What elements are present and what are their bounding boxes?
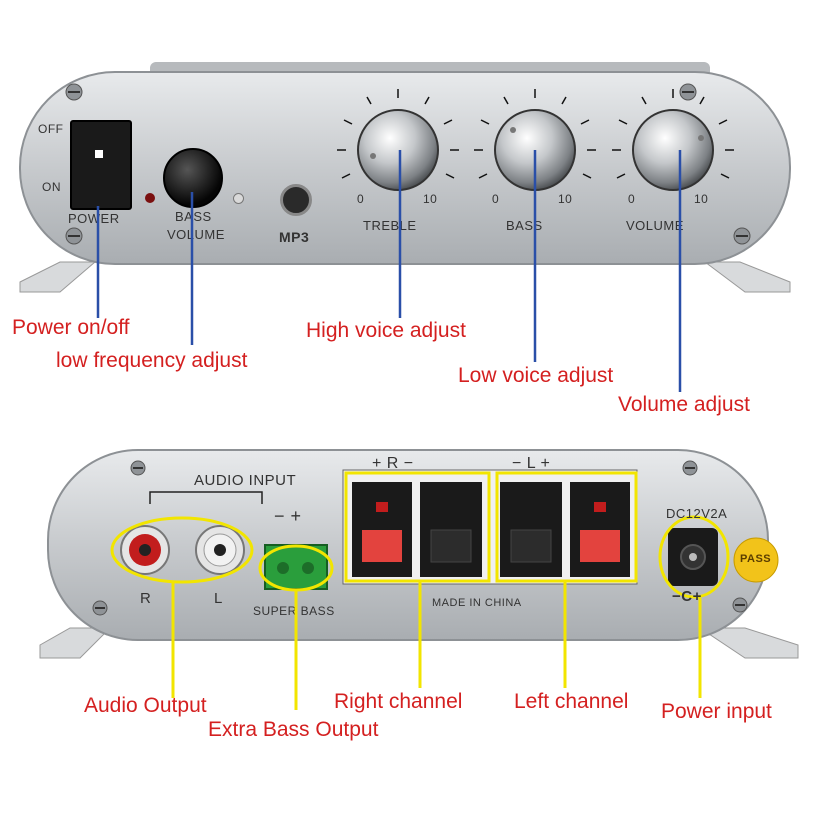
treble-max: 10 <box>423 192 438 206</box>
mp3-jack[interactable] <box>280 184 312 216</box>
bass-max: 10 <box>558 192 573 206</box>
super-bass-label: SUPER BASS <box>253 604 335 618</box>
tone-knobs <box>337 89 734 191</box>
right-terminal-label: + R − <box>372 455 414 472</box>
mp3-label: MP3 <box>279 229 310 245</box>
volume-max: 10 <box>694 192 709 206</box>
dc-label: DC12V2A <box>666 506 728 521</box>
treble-knob-group <box>337 89 459 191</box>
super-bass-polarity: − + <box>274 506 302 526</box>
power-led <box>145 193 155 203</box>
power-switch-indicator <box>95 150 103 158</box>
rca-left-label: L <box>214 590 223 607</box>
volume-knob[interactable] <box>632 109 714 191</box>
callout-extra-bass: Extra Bass Output <box>208 718 379 741</box>
made-in-label: MADE IN CHINA <box>432 597 522 609</box>
pass-sticker-label: PASS <box>740 553 772 565</box>
audio-input-label: AUDIO INPUT <box>194 472 297 489</box>
switch-off-label: OFF <box>38 122 64 136</box>
bass-min: 0 <box>492 192 500 206</box>
pass-sticker <box>733 537 779 583</box>
bass-label: BASS <box>506 218 543 233</box>
treble-knob[interactable] <box>357 109 439 191</box>
callout-high-voice: High voice adjust <box>306 319 466 342</box>
callout-left-channel: Left channel <box>514 690 629 713</box>
volume-label: VOLUME <box>626 218 684 233</box>
indicator-led <box>233 193 244 204</box>
dc-polarity-label: −C+ <box>672 588 702 605</box>
volume-knob-group <box>612 89 734 191</box>
callout-audio-output: Audio Output <box>84 694 207 717</box>
callout-low-voice: Low voice adjust <box>458 364 614 387</box>
treble-label: TREBLE <box>363 218 417 233</box>
back-leader-lines <box>171 580 702 710</box>
power-label: POWER <box>68 211 120 226</box>
bass-volume-label-2: VOLUME <box>167 227 225 242</box>
callout-volume: Volume adjust <box>618 393 750 416</box>
callout-power-input: Power input <box>661 700 772 723</box>
left-terminal-label: − L + <box>512 455 551 472</box>
back-panel: AUDIO INPUT R L − + SUPER BASS + R − − L… <box>0 440 820 670</box>
rca-right-label: R <box>140 590 152 607</box>
callout-power: Power on/off <box>12 316 130 339</box>
volume-min: 0 <box>628 192 636 206</box>
callout-right-channel: Right channel <box>334 690 463 713</box>
treble-min: 0 <box>357 192 365 206</box>
power-switch[interactable] <box>70 120 132 210</box>
back-chassis <box>39 449 799 659</box>
front-leader-lines <box>96 150 682 392</box>
switch-on-label: ON <box>42 180 61 194</box>
callout-low-freq: low frequency adjust <box>56 349 248 372</box>
front-panel: OFF ON POWER BASS VOLUME MP3 <box>0 0 820 300</box>
back-highlights <box>110 471 730 599</box>
